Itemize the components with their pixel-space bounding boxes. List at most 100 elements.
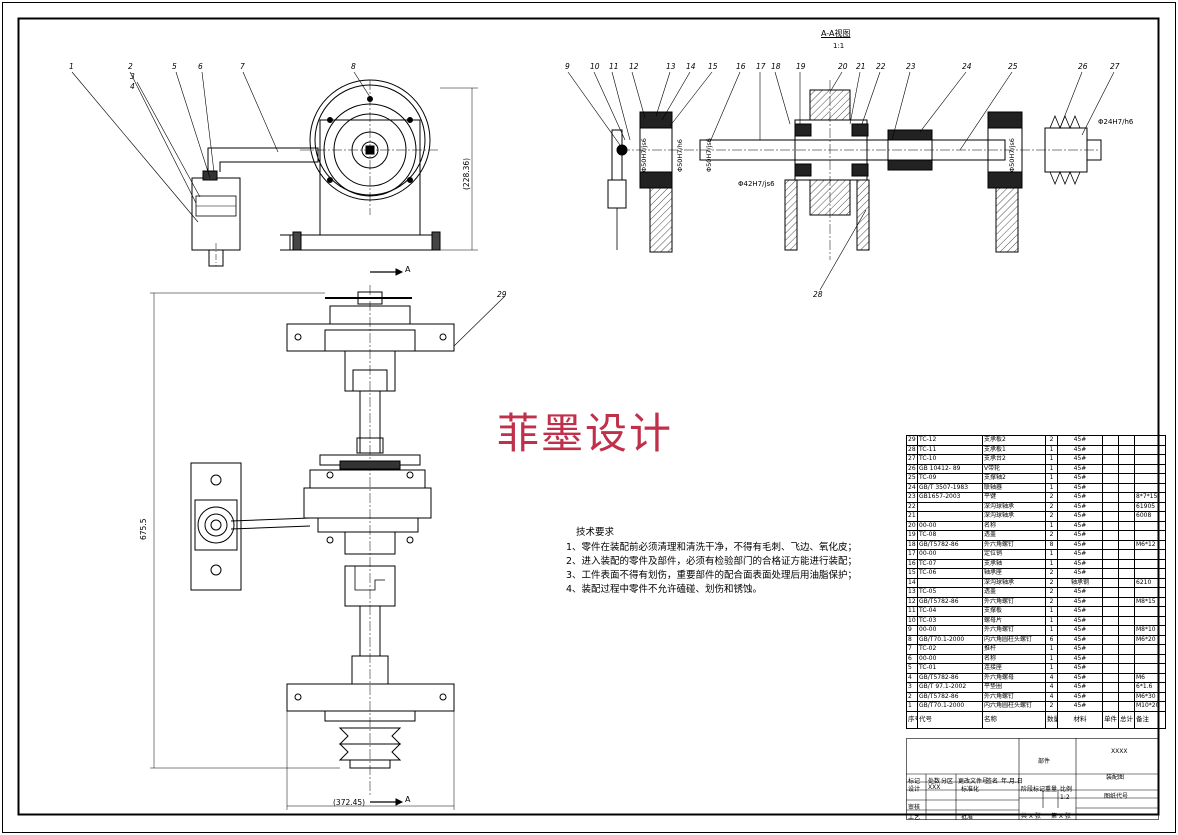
section-scale: 1:1 — [833, 42, 845, 50]
bom-cell-code: GB/T 3507-1983 — [917, 482, 983, 493]
front-view — [150, 268, 506, 810]
bom-cell-w2 — [1118, 653, 1135, 664]
bom-cell-w2 — [1118, 587, 1135, 598]
bom-cell-name: 外六角螺母 — [982, 672, 1046, 683]
bom-cell-qty: 1 — [1045, 606, 1058, 617]
bom-cell-code: TC-10 — [917, 454, 983, 465]
bom-cell-code — [917, 501, 983, 512]
bom-cell-no: 25 — [906, 473, 918, 484]
tb-count: 处数 — [928, 778, 941, 785]
top-view — [191, 79, 478, 267]
bom-cell-no: 9 — [906, 625, 918, 636]
dim-width: (372.45) — [333, 798, 366, 807]
bom-cell-w1 — [1102, 558, 1119, 569]
bom-cell-code: TC-05 — [917, 587, 983, 598]
bom-cell-w2 — [1118, 444, 1135, 455]
bom-cell-w2 — [1118, 625, 1135, 636]
bom-cell-code: GB/T70.1-2000 — [917, 634, 983, 645]
callout-17: 17 — [756, 62, 766, 71]
bom-cell-no: 16 — [906, 558, 918, 569]
bom-cell-w2 — [1118, 482, 1135, 493]
bom-cell-mat: 45# — [1057, 663, 1103, 674]
bom-cell-rem — [1134, 482, 1166, 493]
bom-cell-rem — [1134, 653, 1166, 664]
bom-cell-w1 — [1102, 435, 1119, 446]
bom-cell-w1 — [1102, 682, 1119, 693]
callout-9: 9 — [565, 62, 570, 71]
bom-cell-no: 1 — [906, 701, 918, 712]
bom-cell-qty: 2 — [1045, 501, 1058, 512]
bom-cell-qty: 1 — [1045, 558, 1058, 569]
bom-cell-mat: 45# — [1057, 587, 1103, 598]
callout-14: 14 — [686, 62, 696, 71]
bom-cell-name: 外六角螺钉 — [982, 596, 1046, 607]
bom-cell-rem — [1134, 663, 1166, 674]
bom-cell-qty: 2 — [1045, 701, 1058, 712]
bom-cell-rem — [1134, 587, 1166, 598]
callout-24: 24 — [962, 62, 972, 71]
callout-6: 6 — [198, 62, 203, 71]
bom-cell-name: 平键 — [982, 492, 1046, 503]
bom-cell-mat: 45# — [1057, 492, 1103, 503]
callout-4: 4 — [130, 82, 135, 91]
bom-cell-rem: M6*30 — [1134, 691, 1166, 702]
bom-cell-w1 — [1102, 520, 1119, 531]
bom-cell-name: 支承轴 — [982, 558, 1046, 569]
callout-16: 16 — [736, 62, 746, 71]
bom-cell-w2 — [1118, 577, 1135, 588]
bom-cell-w1 — [1102, 663, 1119, 674]
bom-cell-qty: 8 — [1045, 539, 1058, 550]
tb-review: 审核 — [908, 804, 921, 811]
bom-cell-w1 — [1102, 530, 1119, 541]
bom-cell-w2 — [1118, 473, 1135, 484]
callout-12: 12 — [629, 62, 639, 71]
tb-code: XXXX — [1111, 748, 1128, 755]
bom-cell-mat: 45# — [1057, 444, 1103, 455]
bom-cell-w2 — [1118, 463, 1135, 474]
bom-cell-rem: 8*7*15 — [1134, 492, 1166, 503]
tb-weight: 重量 — [1045, 786, 1058, 793]
bom-cell-qty: 2 — [1045, 435, 1058, 446]
fit-label-50b: Φ50H7/h6 — [676, 139, 684, 172]
bom-cell-rem — [1134, 568, 1166, 579]
section-marker-bottom: A — [405, 795, 411, 804]
callout-leaders-section — [567, 71, 1115, 291]
bom-cell-mat: 45# — [1057, 691, 1103, 702]
bom-cell-no: 13 — [906, 587, 918, 598]
callout-13: 13 — [666, 62, 676, 71]
bom-cell-code: TC-12 — [917, 435, 983, 446]
bom-cell-qty: 2 — [1045, 511, 1058, 522]
bom-cell-w2 — [1118, 492, 1135, 503]
callout-22: 22 — [876, 62, 886, 71]
tb-sign: 签名 — [986, 778, 999, 785]
tb-stage: 阶段标记 — [1021, 786, 1046, 793]
bom-cell-rem: 6*1.6 — [1134, 682, 1166, 693]
bom-cell-rem — [1134, 454, 1166, 465]
inner-border — [17, 17, 1160, 816]
bom-cell-no: 14 — [906, 577, 918, 588]
fit-label-42: Φ42H7/js6 — [738, 180, 775, 188]
bom-cell-qty: 2 — [1045, 577, 1058, 588]
bom-cell-no: 12 — [906, 596, 918, 607]
bom-cell-name: 螺母片 — [982, 615, 1046, 626]
bom-cell-mat: 45# — [1057, 454, 1103, 465]
bom-cell-name: 支撑板 — [982, 606, 1046, 617]
bom-cell-w1 — [1102, 473, 1119, 484]
bom-cell-no: 5 — [906, 663, 918, 674]
bom-cell-w1 — [1102, 577, 1119, 588]
bom-cell-rem — [1134, 435, 1166, 446]
bom-cell-w2 — [1118, 549, 1135, 560]
bom-cell-qty: 1 — [1045, 473, 1058, 484]
callout-2: 2 — [128, 62, 133, 71]
bom-cell-w2 — [1118, 520, 1135, 531]
tb-ratio: 比例 — [1060, 786, 1073, 793]
